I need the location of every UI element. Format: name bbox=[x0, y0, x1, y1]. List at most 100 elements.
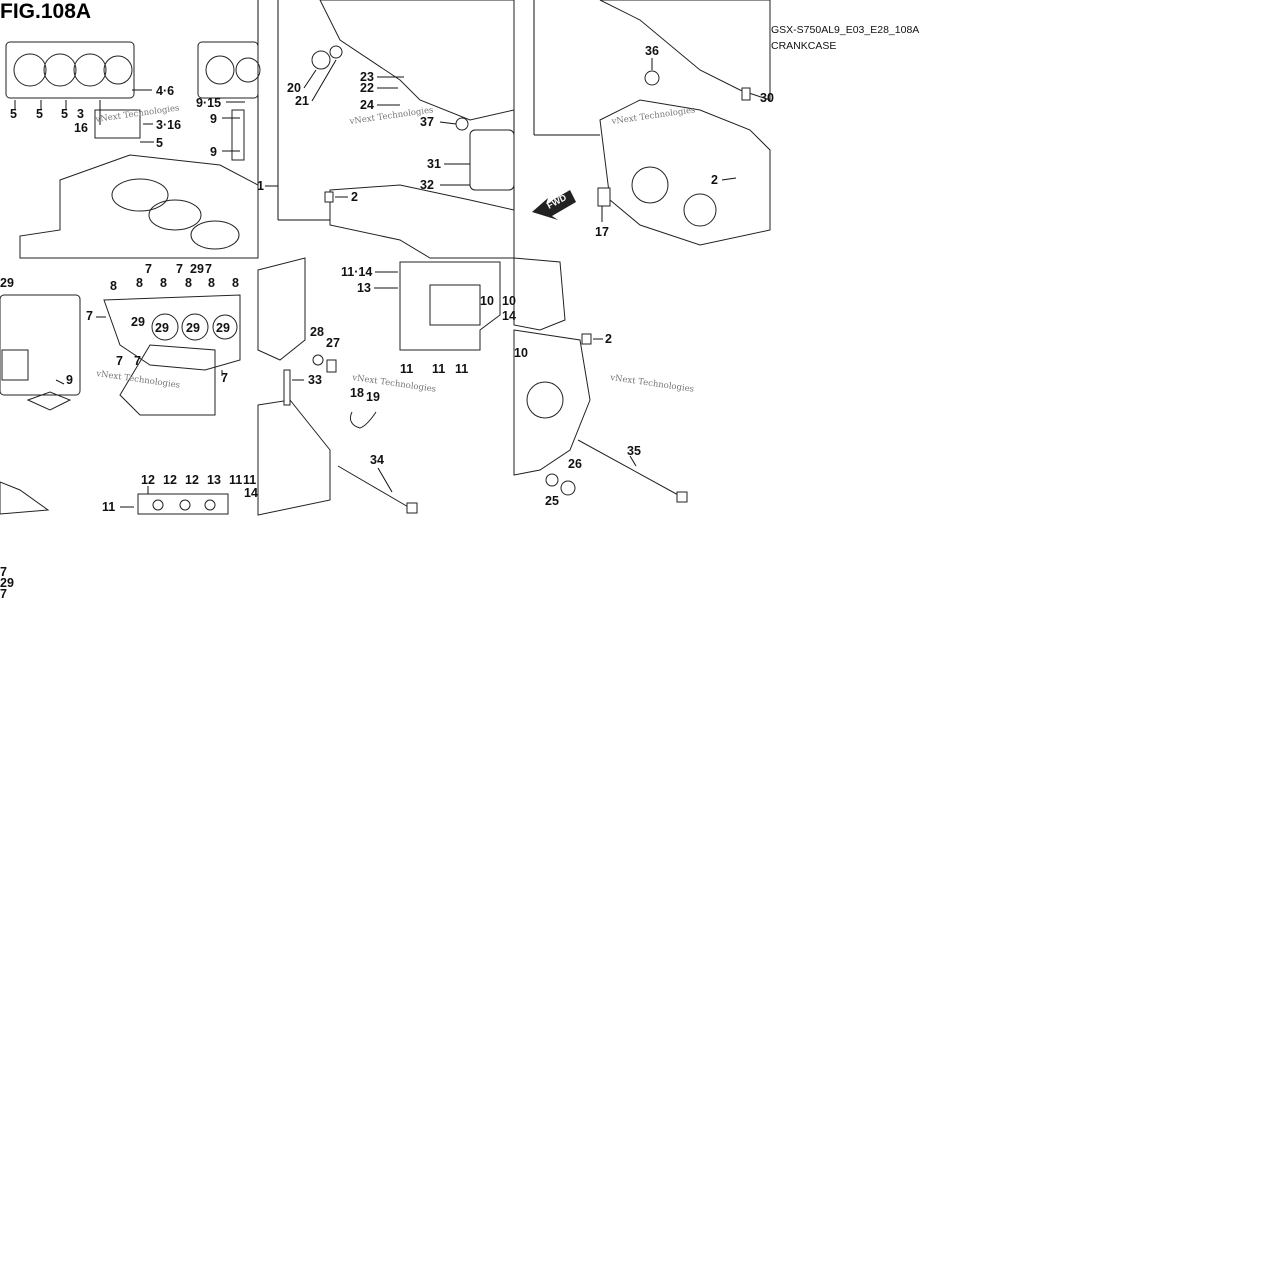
callout: 29 bbox=[0, 576, 14, 590]
callout: 1 bbox=[257, 179, 264, 193]
callout: 5 bbox=[61, 107, 68, 121]
callout: 20 bbox=[287, 81, 301, 95]
callout: 17 bbox=[595, 225, 609, 239]
callout: 8 bbox=[160, 276, 167, 290]
callout: 31 bbox=[427, 157, 441, 171]
callout: 10 bbox=[480, 294, 494, 308]
panel-2-labels: 20 21 23 22 24 37 31 32 2 1 bbox=[257, 70, 441, 204]
callout: 29 bbox=[0, 276, 14, 290]
figure-header: FIG.108A GSX-S750AL9_E03_E28_108A CRANKC… bbox=[0, 0, 919, 52]
panel-crankcase-halves bbox=[0, 294, 241, 416]
callout: 8 bbox=[185, 276, 192, 290]
callout: 2 bbox=[711, 173, 718, 187]
callout: 11 bbox=[243, 473, 256, 487]
callout: 12 bbox=[163, 473, 177, 487]
callout: 7 bbox=[221, 371, 228, 385]
callout: 8 bbox=[208, 276, 215, 290]
figure-code: GSX-S750AL9_E03_E28_108A bbox=[771, 24, 919, 36]
callout: 27 bbox=[326, 336, 340, 350]
watermark: vNext Technologies bbox=[95, 369, 181, 391]
callout: 4·6 bbox=[156, 84, 174, 98]
callout: 9·15 bbox=[196, 96, 221, 110]
figure-name: CRANKCASE bbox=[771, 40, 836, 52]
callout: 11 bbox=[432, 362, 445, 376]
panel-7-labels: 12 12 12 13 11 11 11 14 bbox=[102, 473, 258, 514]
callout: 35 bbox=[627, 444, 641, 458]
callout: 13 bbox=[357, 281, 371, 295]
callout: 14 bbox=[502, 309, 516, 323]
callout: 7 bbox=[86, 309, 93, 323]
callout: 36 bbox=[645, 44, 659, 58]
watermark: vNext Technologies bbox=[609, 373, 695, 395]
callout: 29 bbox=[155, 321, 169, 335]
callout: 29 bbox=[186, 321, 200, 335]
panel-6-labels: 10 14 10 2 35 26 25 bbox=[502, 294, 641, 508]
panel-fragment: 7 29 7 bbox=[0, 565, 14, 601]
callout: 21 bbox=[295, 94, 309, 108]
panel-4-labels: 29 8 7 29 7 8 8 29 7 8 7 29 29 29 7 7 7 … bbox=[0, 262, 239, 387]
callout: 11 bbox=[102, 500, 115, 514]
callout: 9 bbox=[210, 112, 217, 126]
panel-cylinder-block bbox=[5, 41, 261, 259]
callout: 16 bbox=[74, 121, 88, 135]
callout: 5 bbox=[10, 107, 17, 121]
callout: 8 bbox=[232, 276, 239, 290]
tile-grid bbox=[257, 0, 515, 258]
callout: 3 bbox=[77, 107, 84, 121]
callout: 9 bbox=[210, 145, 217, 159]
watermarks: vNext Technologies vNext Technologies vN… bbox=[94, 103, 696, 394]
callout: 7 bbox=[176, 262, 183, 276]
callout: 11 bbox=[400, 362, 413, 376]
callout: 7 bbox=[0, 565, 7, 579]
panel-5-labels: 11·14 13 10 28 27 33 18 19 11 11 11 34 bbox=[308, 265, 494, 467]
callout: 23 bbox=[360, 70, 374, 84]
callout: 5 bbox=[156, 136, 163, 150]
callout: 2 bbox=[605, 332, 612, 346]
panel-upper-crankcase bbox=[265, 0, 515, 259]
callout: 12 bbox=[141, 473, 155, 487]
callout: 22 bbox=[360, 81, 374, 95]
callout: 18 bbox=[350, 386, 364, 400]
callout: 10 bbox=[502, 294, 516, 308]
callout: 7 bbox=[116, 354, 123, 368]
callout: 12 bbox=[185, 473, 199, 487]
callout: 7 bbox=[0, 587, 7, 601]
panel-1-labels: 5 5 5 3 16 4·6 9·15 9 9 3·16 5 bbox=[10, 84, 221, 159]
callout: 7 bbox=[145, 262, 152, 276]
panel-side-crankcase bbox=[513, 257, 688, 503]
callout: 29 bbox=[216, 321, 230, 335]
callout: 19 bbox=[366, 390, 380, 404]
figure-title: FIG.108A bbox=[0, 0, 91, 23]
panel-3-labels: 36 30 2 17 bbox=[595, 44, 774, 239]
callout: 25 bbox=[545, 494, 559, 508]
callout: 29 bbox=[131, 315, 145, 329]
callout: 29 bbox=[190, 262, 204, 276]
callout: 7 bbox=[134, 354, 141, 368]
panel-oil-pan bbox=[257, 257, 501, 516]
panel-lower-crankcase bbox=[533, 0, 771, 246]
callout: 28 bbox=[310, 325, 324, 339]
callout: 7 bbox=[205, 262, 212, 276]
callout: 11 bbox=[229, 473, 242, 487]
callout: 34 bbox=[370, 453, 384, 467]
callout: 37 bbox=[420, 115, 434, 129]
callout: 32 bbox=[420, 178, 434, 192]
callout: 3·16 bbox=[156, 118, 181, 132]
callout: 33 bbox=[308, 373, 322, 387]
callout: 9 bbox=[66, 373, 73, 387]
callout: 14 bbox=[244, 486, 258, 500]
callout: 26 bbox=[568, 457, 582, 471]
callout: 10 bbox=[514, 346, 528, 360]
callout: 8 bbox=[136, 276, 143, 290]
callout: 8 bbox=[110, 279, 117, 293]
panel-bottom-view bbox=[0, 481, 229, 515]
fwd-arrow: FWD bbox=[532, 190, 576, 220]
callout: 30 bbox=[760, 91, 774, 105]
callout: 24 bbox=[360, 98, 374, 112]
callout: 13 bbox=[207, 473, 221, 487]
callout: 5 bbox=[36, 107, 43, 121]
callout: 11 bbox=[455, 362, 468, 376]
callout: 2 bbox=[351, 190, 358, 204]
callout: 11·14 bbox=[341, 265, 372, 279]
